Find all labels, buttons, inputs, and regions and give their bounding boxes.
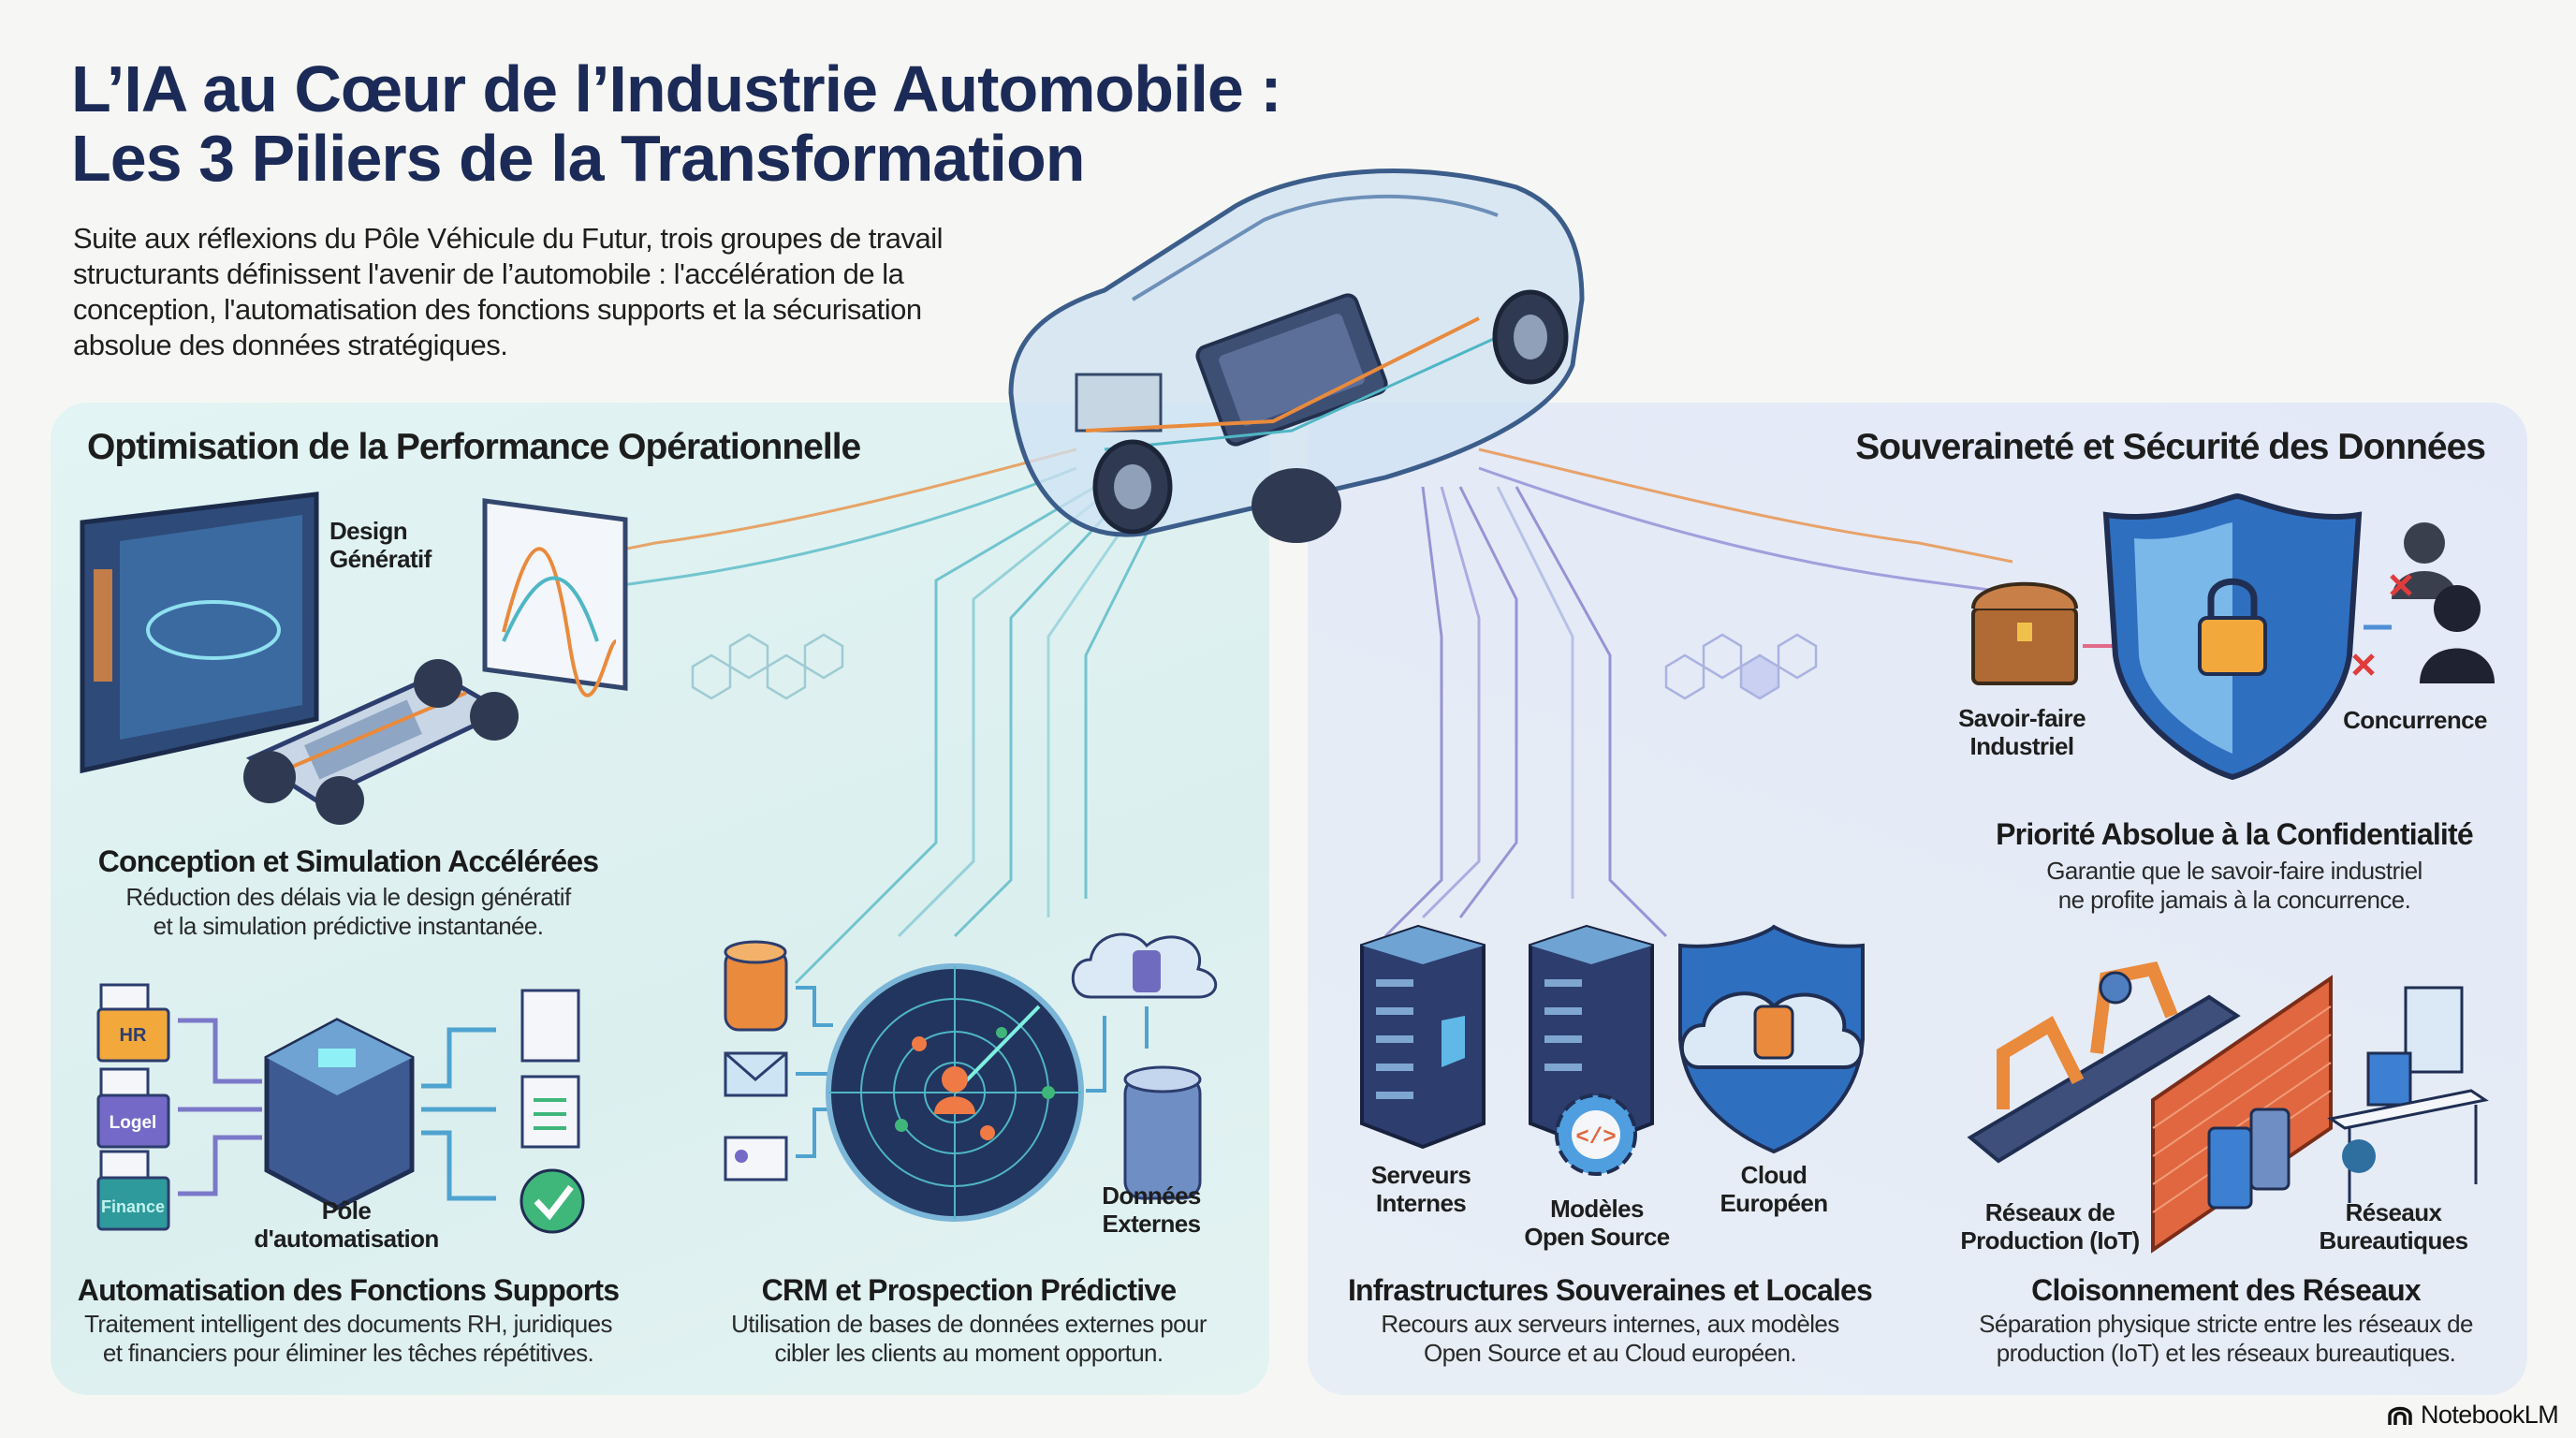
checkmark-icon <box>520 1168 585 1234</box>
crm-radar-diagram <box>724 932 1218 1222</box>
email-icon <box>724 1051 788 1097</box>
legal-folder-icon <box>96 1067 170 1149</box>
security-shield-lock-icon <box>2102 492 2363 781</box>
automation-description: Traitement intelligent des documents RH,… <box>84 1310 612 1367</box>
hexagon-pattern-right <box>1664 633 1818 700</box>
segmentation-heading: Cloisonnement des Réseaux <box>2031 1273 2422 1307</box>
cloud-label: Cloud Européen <box>1720 1161 1828 1217</box>
automation-hub-cube-icon <box>264 1018 415 1211</box>
notebooklm-logo-icon <box>2388 1406 2412 1425</box>
office-network-label: Réseaux Bureautiques <box>2319 1198 2469 1255</box>
european-cloud-shield-icon <box>1678 924 1865 1154</box>
production-network-label: Réseaux de Production (IoT) <box>1960 1198 2140 1255</box>
competitor-hackers-icon <box>2352 522 2495 683</box>
page-title: L’IA au Cœur de l’Industrie Automobile :… <box>71 52 1282 195</box>
open-source-label: Modèles Open Source <box>1524 1195 1670 1251</box>
segmentation-description: Séparation physique stricte entre les ré… <box>1979 1310 2473 1367</box>
cloud-database-icon <box>1071 932 1218 999</box>
network-segmentation-diagram <box>1967 961 2489 1254</box>
treasure-chest-icon <box>1971 581 2078 685</box>
automation-heading: Automatisation des Fonctions Supports <box>77 1273 620 1307</box>
open-source-server-icon <box>1529 924 1654 1150</box>
design-generatif-label: Design Génératif <box>329 517 432 573</box>
checklist-document-icon <box>520 1075 580 1149</box>
finance-label: Finance <box>101 1197 165 1216</box>
office-workstation-icon <box>2327 986 2489 1203</box>
factory-conveyor-robot-icon <box>1967 961 2241 1164</box>
firewall-brick-wall-icon <box>2151 975 2333 1254</box>
savoir-faire-label: Savoir-faire Industriel <box>1958 704 2086 760</box>
radar-icon <box>826 963 1084 1222</box>
legal-label: Logel <box>110 1113 157 1133</box>
hr-folder-icon <box>96 983 170 1063</box>
right-panel-title: Souveraineté et Sécurité des Données <box>1855 427 2486 467</box>
infra-heading: Infrastructures Souveraines et Locales <box>1347 1273 1873 1307</box>
monitor-car-design-icon <box>80 492 319 774</box>
confidentiality-heading: Priorité Absolue à la Confidentialité <box>1996 817 2474 851</box>
intro-text: Suite aux réflexions du Pôle Véhicule du… <box>73 222 944 361</box>
automation-hub-label: Pôle d'automatisation <box>254 1196 439 1253</box>
crm-description: Utilisation de bases de données externes… <box>731 1310 1207 1367</box>
left-panel-title: Optimisation de la Performance Opération… <box>87 427 861 467</box>
confidentiality-description: Garantie que le savoir-faire industriel … <box>2046 857 2422 914</box>
internal-server-icon <box>1360 924 1486 1150</box>
contact-card-icon <box>724 1136 788 1181</box>
servers-label: Serveurs Internes <box>1370 1161 1471 1217</box>
conception-heading: Conception et Simulation Accélérées <box>97 844 599 878</box>
external-database-icon <box>1123 1065 1202 1200</box>
automation-flow-diagram: HR Logel Finance <box>96 983 585 1234</box>
ev-chassis-icon <box>243 659 519 825</box>
hexagon-pattern-left <box>691 633 844 700</box>
sovereign-infrastructure-diagram: </> <box>1360 924 1865 1176</box>
svg-text:</>: </> <box>1575 1125 1616 1151</box>
confidentiality-diagram <box>1971 492 2495 781</box>
crm-heading: CRM et Prospection Prédictive <box>761 1273 1178 1307</box>
database-orange-icon <box>724 940 788 1032</box>
hr-label: HR <box>120 1025 147 1046</box>
concurrence-label: Concurrence <box>2343 706 2487 734</box>
mobile-devices-icon <box>2207 1108 2291 1210</box>
external-data-label: Données Externes <box>1102 1181 1201 1238</box>
notebooklm-brand: NotebookLM <box>2387 1401 2559 1430</box>
document-icon <box>520 989 580 1063</box>
finance-folder-icon <box>96 1150 170 1231</box>
chart-graph-icon <box>482 498 628 697</box>
code-gear-icon: </> <box>1555 1093 1637 1176</box>
conception-description: Réduction des délais via le design génér… <box>125 883 571 940</box>
transparent-car-illustration <box>1008 169 1585 543</box>
infra-description: Recours aux serveurs internes, aux modèl… <box>1381 1310 1839 1367</box>
